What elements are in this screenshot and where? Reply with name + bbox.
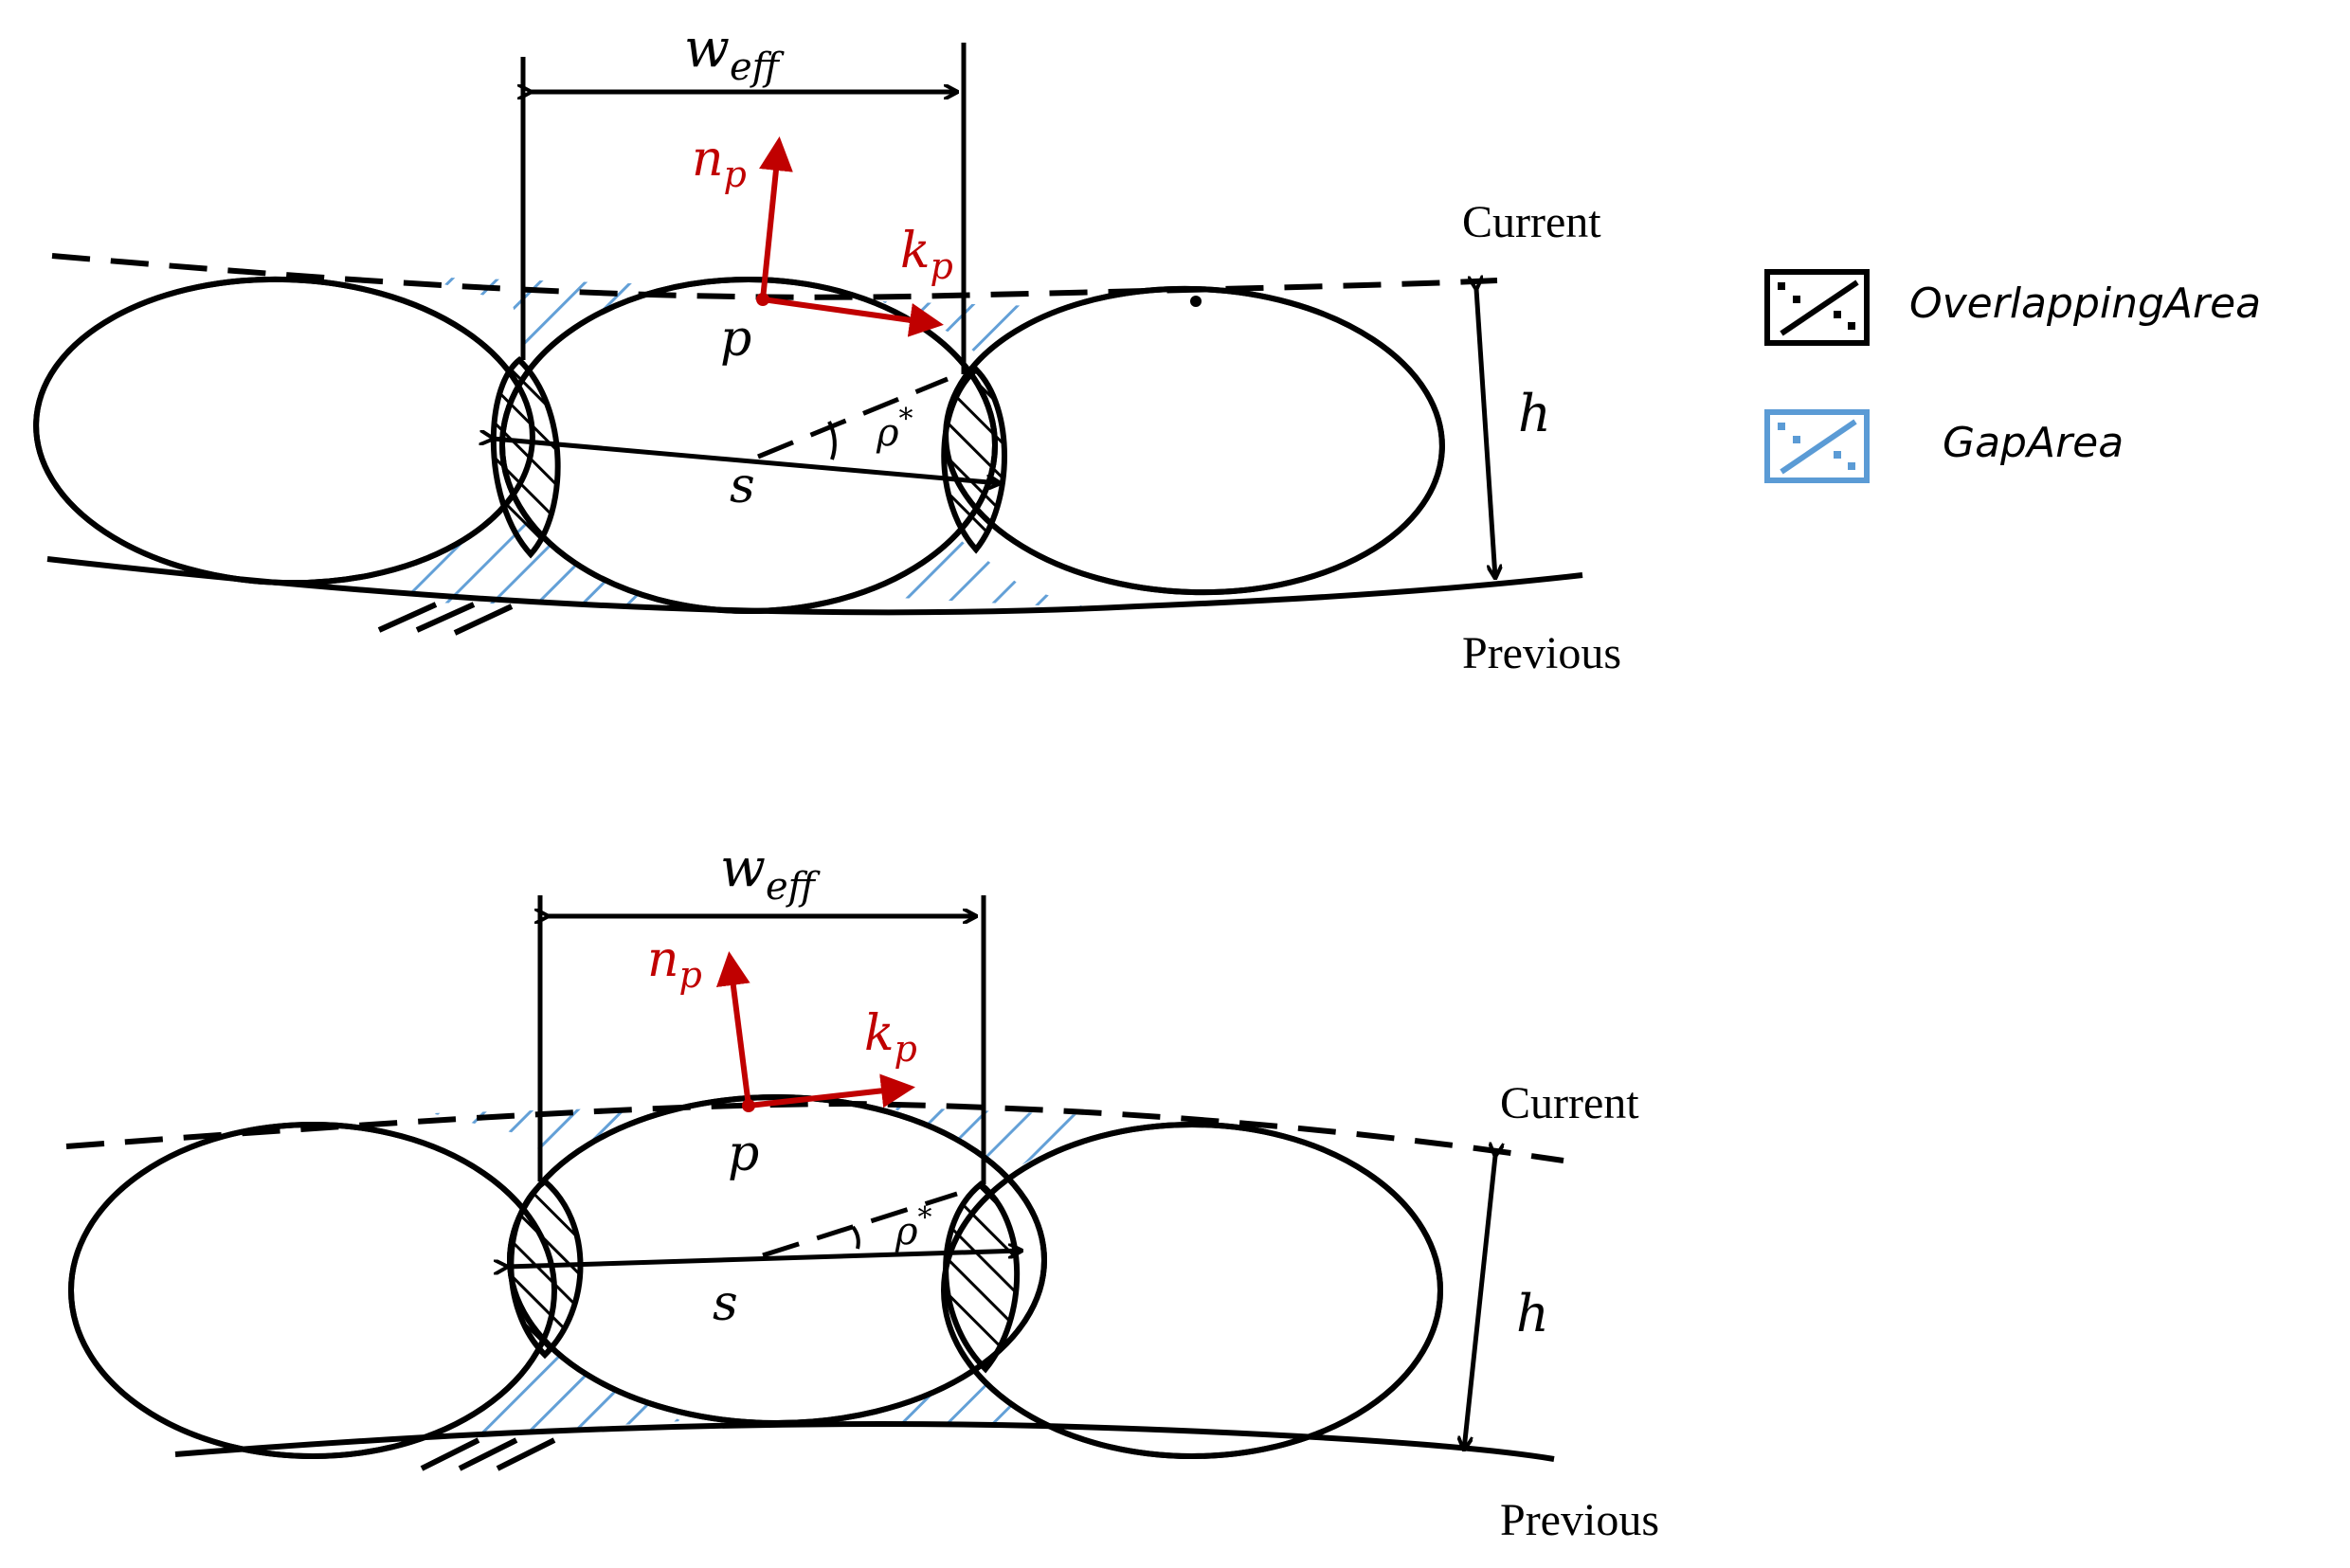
legend-gap-label: GapArea (1943, 419, 2124, 467)
w-eff-label-2: weff (720, 838, 822, 909)
s-label-2: s (713, 1275, 738, 1332)
rho-reference-line-2 (762, 1191, 958, 1258)
rho-label-2: ρ* (895, 1201, 932, 1253)
gap-area-lower-left-2 (436, 1345, 682, 1435)
h-label: h (1518, 384, 1551, 443)
legend: OverlappingArea GapArea (1764, 269, 2261, 483)
rho-reference-line (757, 376, 949, 460)
w-eff-label: weff (684, 18, 786, 89)
h-arrow (1476, 289, 1495, 578)
gap-area-upper-right-2 (891, 1107, 1109, 1175)
point-p (756, 293, 769, 306)
previous-layer-line-2 (174, 1421, 1555, 1462)
k-p-vector (762, 297, 944, 337)
current-label-2: Current (1500, 1078, 1639, 1128)
panel-top: weff np kp p s ρ* h Current Previous (33, 18, 1621, 678)
current-layer-line-2 (65, 1100, 1564, 1163)
k-p-vector-2 (748, 1073, 915, 1108)
h-label-2: h (1516, 1284, 1549, 1343)
previous-label-2: Previous (1500, 1495, 1659, 1545)
rho-label: ρ* (876, 403, 913, 455)
legend-overlap-label: OverlappingArea (1909, 279, 2261, 328)
s-vector (493, 439, 1000, 483)
point-p-2 (742, 1099, 755, 1112)
legend-gap-hatch (1780, 419, 1857, 475)
ground-hatch-2 (420, 1437, 556, 1471)
n-p-label-2: np (647, 931, 702, 996)
k-p-label-2: kp (864, 1005, 917, 1070)
current-layer-line (51, 253, 1498, 300)
k-p-label: kp (900, 223, 953, 287)
n-p-vector-2 (715, 951, 751, 1107)
current-label: Current (1462, 197, 1601, 247)
n-p-label: np (692, 131, 747, 195)
n-p-vector (759, 136, 793, 300)
previous-layer-line (46, 556, 1583, 616)
rho-angle-arc-2 (851, 1225, 860, 1250)
p-label-2: p (728, 1126, 759, 1182)
p-label: p (720, 311, 751, 368)
s-vector-2 (507, 1251, 1021, 1267)
ground-hatch (377, 602, 514, 636)
panel-bottom: weff np kp p s ρ* h Current Previous (65, 838, 1659, 1545)
previous-label: Previous (1462, 628, 1621, 678)
contact-point (1190, 296, 1202, 307)
legend-overlap-hatch (1780, 279, 1859, 336)
h-arrow-2 (1464, 1156, 1495, 1450)
s-label: s (730, 458, 755, 514)
rho-angle-arc (827, 421, 837, 460)
gap-area-lower-right-2 (862, 1345, 1099, 1426)
